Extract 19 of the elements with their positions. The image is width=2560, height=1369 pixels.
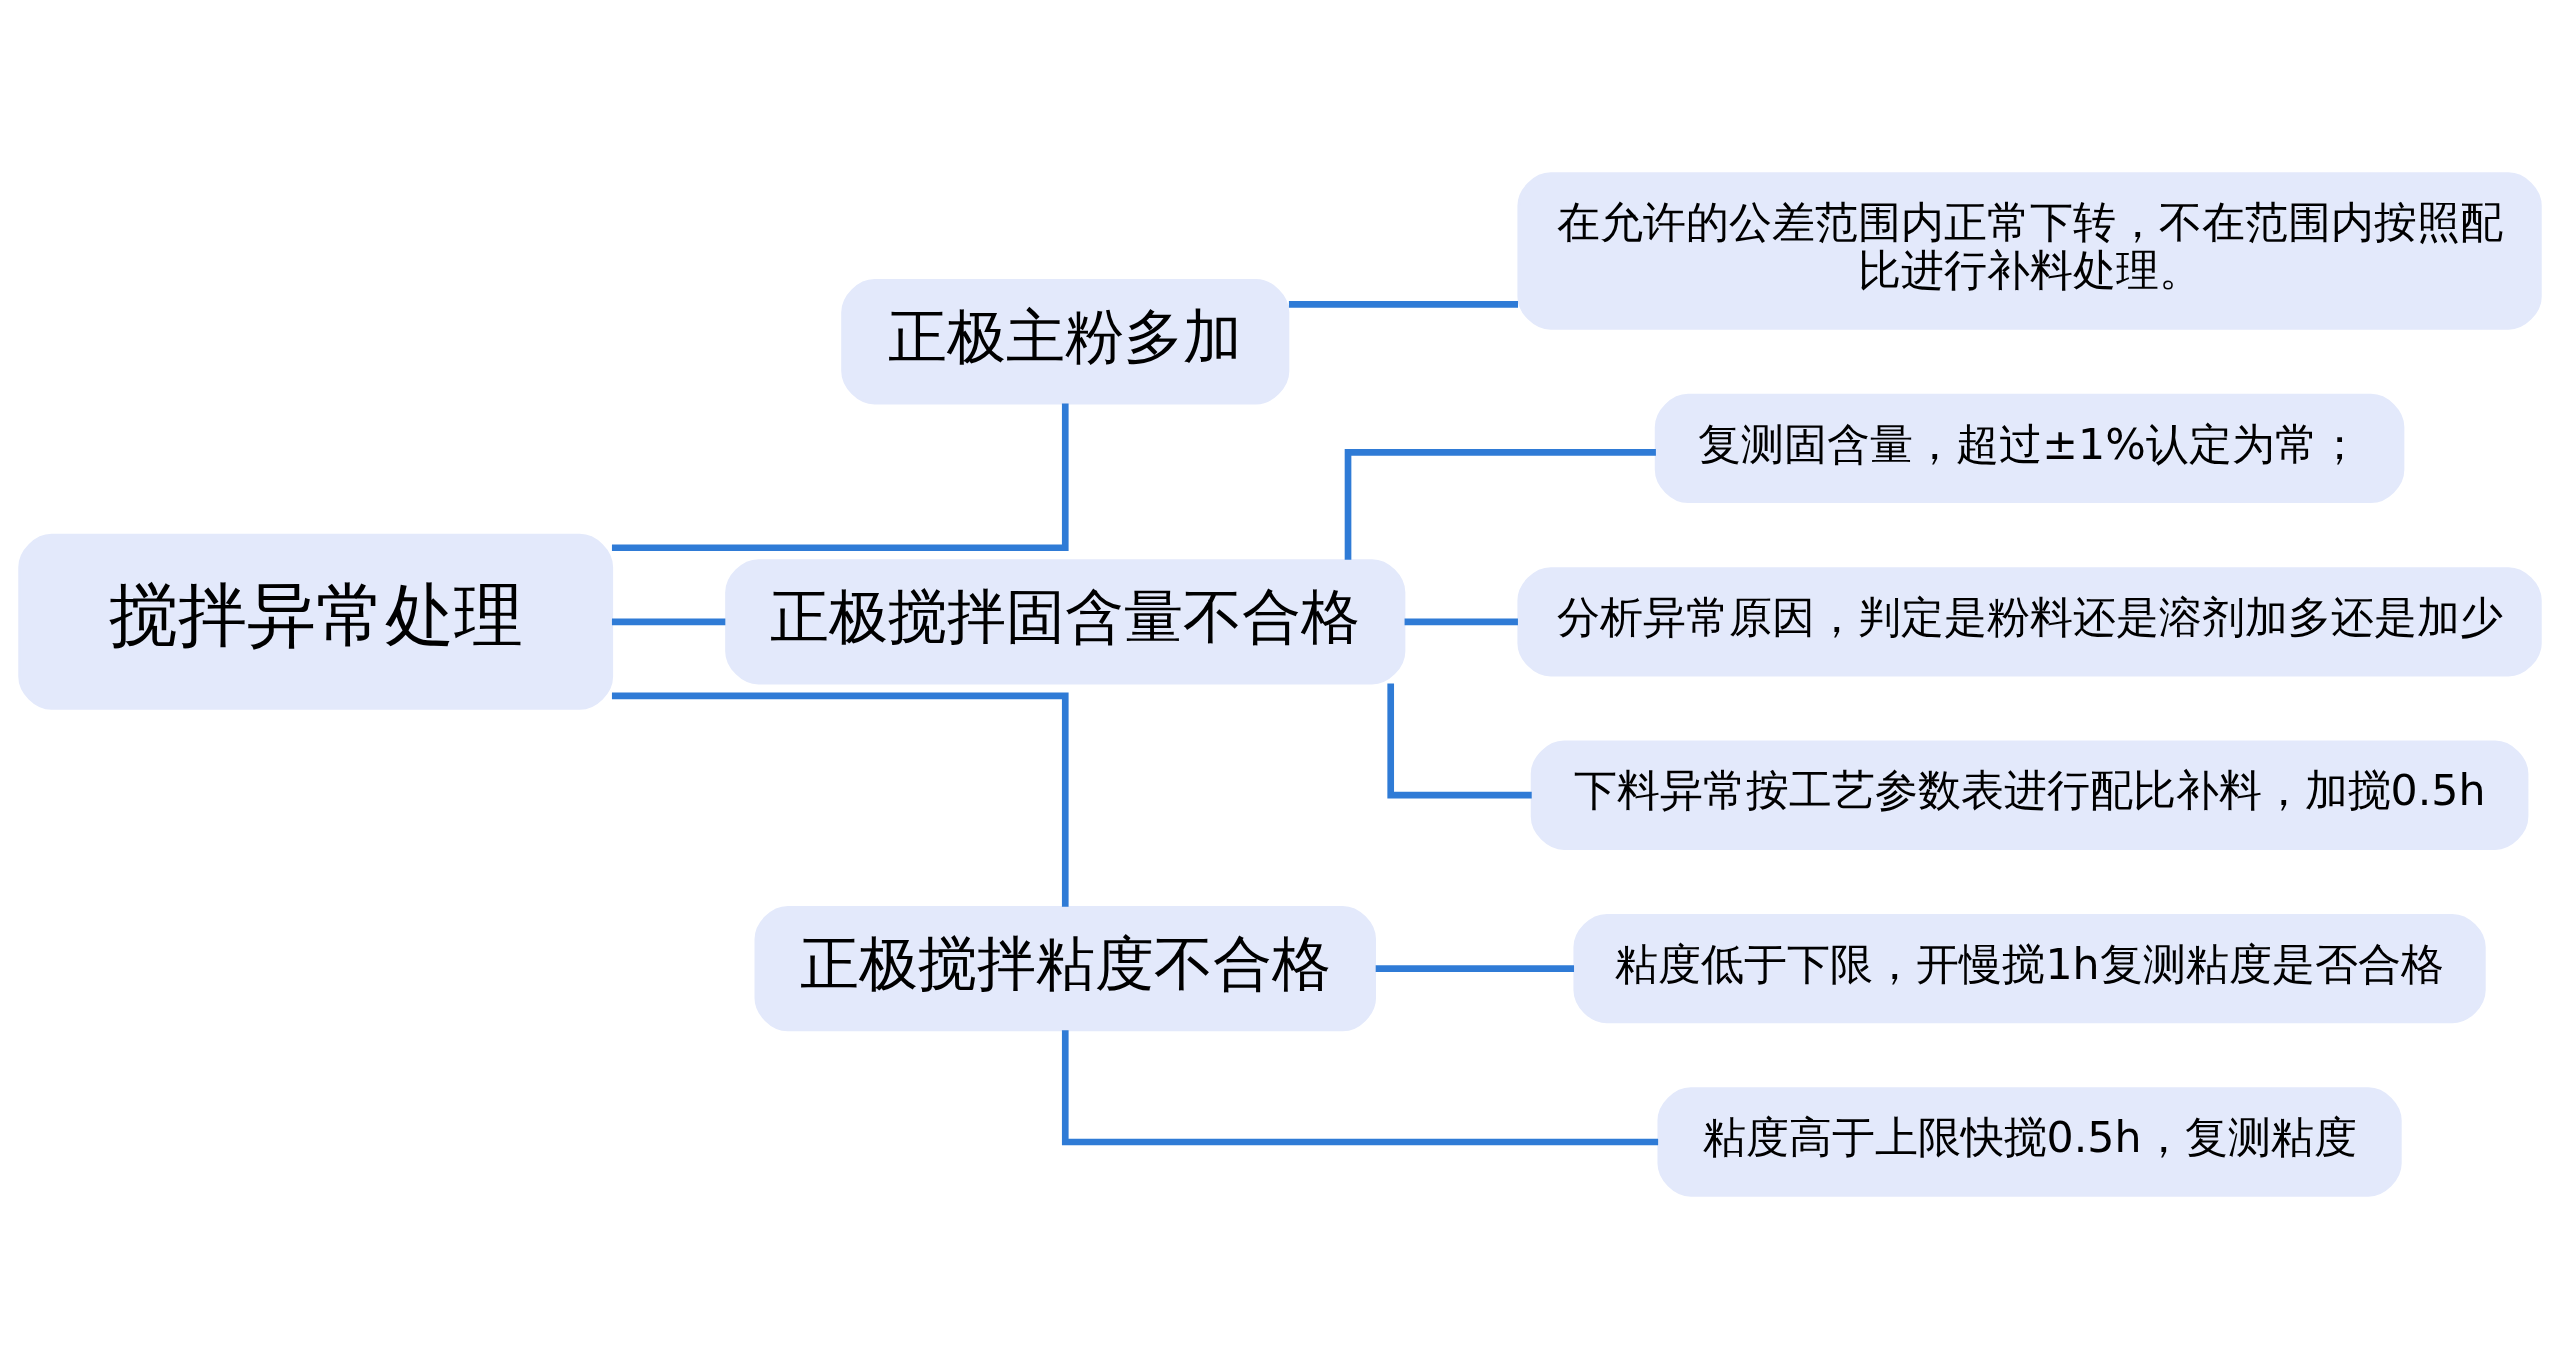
connector xyxy=(611,618,726,626)
connector xyxy=(1404,618,1518,626)
connector xyxy=(611,692,1069,907)
node-box: 正极主粉多加 xyxy=(841,279,1290,405)
connector xyxy=(1387,683,1532,799)
node-box: 正极搅拌粘度不合格 xyxy=(754,905,1377,1032)
node-box: 在允许的公差范围内正常下转，不在范围内按照配比进行补料处理。 xyxy=(1517,172,2542,330)
connector xyxy=(611,403,1069,552)
connector xyxy=(1375,965,1575,972)
node-box: 粘度低于下限，开慢搅1h复测粘度是否合格 xyxy=(1573,913,2486,1024)
node-box: 正极搅拌固含量不合格 xyxy=(725,559,1406,685)
connector xyxy=(1061,1030,1659,1146)
connector xyxy=(1344,449,1656,560)
node-box: 下料异常按工艺参数表进行配比补料，加搅0.5h xyxy=(1530,740,2529,850)
node-box: 搅拌异常处理 xyxy=(18,533,614,710)
connector xyxy=(1288,301,1518,308)
node-box: 复测固含量，超过±1%认定为常； xyxy=(1654,393,2405,504)
node-box: 分析异常原因，判定是粉料还是溶剂加多还是加少 xyxy=(1517,567,2542,677)
node-box: 粘度高于上限快搅0.5h，复测粘度 xyxy=(1657,1087,2402,1197)
